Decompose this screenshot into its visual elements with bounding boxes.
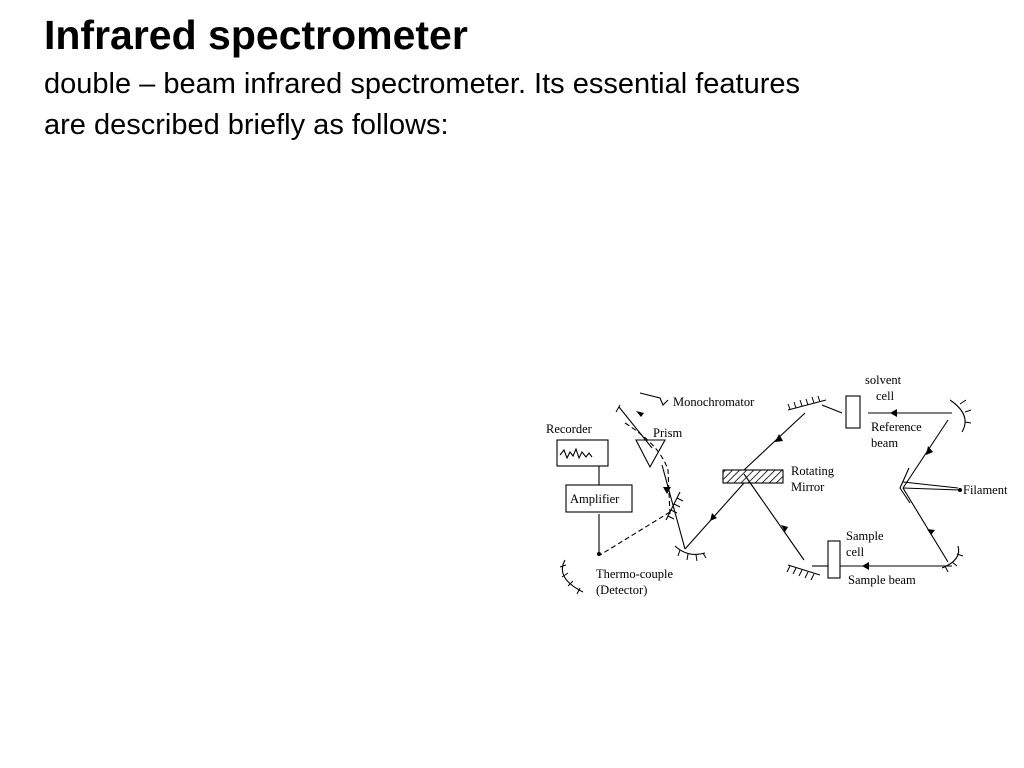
mirror-bottom-prism	[674, 545, 706, 555]
sample-cell	[827, 540, 841, 579]
body-line-1: double – beam infrared spectrometer. Its…	[44, 68, 801, 100]
beam-solvent-to-mirror	[821, 404, 843, 414]
beam-arrows	[597, 409, 962, 570]
rotating-mirror	[722, 469, 784, 484]
beam-dashed-to-detector	[599, 511, 671, 556]
solvent-cell	[845, 395, 861, 429]
label-filament: Filament	[963, 483, 1008, 497]
slide-title: Infrared spectrometer	[44, 12, 468, 58]
mirror-top-right	[949, 399, 966, 433]
label-monochromator: Monochromator	[673, 395, 755, 409]
label-recorder: Recorder	[546, 422, 593, 436]
label-sample-cell-2: cell	[846, 545, 865, 559]
label-amplifier: Amplifier	[570, 492, 620, 506]
body-line-2: are described briefly as follows:	[44, 109, 449, 141]
mirror-filament	[899, 467, 911, 504]
monochromator-bracket	[639, 392, 669, 406]
label-reference-1: Reference	[871, 420, 922, 434]
label-prism: Prism	[653, 426, 682, 440]
beam-mirror-to-rotating	[743, 412, 806, 471]
label-thermocouple-2: (Detector)	[596, 583, 647, 597]
beam-filament-to-top-mirror	[902, 419, 949, 489]
recorder-trace	[559, 447, 593, 460]
label-thermocouple-1: Thermo-couple	[596, 567, 674, 581]
beam-rotating-to-sample-mirror	[743, 473, 805, 561]
mirror-flat-prism	[665, 491, 681, 521]
filament-lead-2	[902, 481, 959, 489]
beam-to-prism	[661, 464, 686, 550]
beam-monochromator-entry	[618, 406, 653, 449]
label-sample-beam: Sample beam	[848, 573, 916, 587]
label-reference-2: beam	[871, 436, 898, 450]
label-solvent-2: cell	[876, 389, 895, 403]
mirror-flat-sample	[787, 564, 821, 576]
beam-filament-to-bottom-mirror	[902, 487, 949, 563]
amplifier-box	[565, 484, 633, 513]
prism	[635, 439, 666, 469]
label-sample-cell-1: Sample	[846, 529, 884, 543]
mirror-hatches	[559, 395, 972, 595]
label-rotating-1: Rotating	[791, 464, 835, 478]
beam-dashed-prism	[624, 422, 671, 516]
recorder-box	[556, 439, 609, 467]
label-rotating-2: Mirror	[791, 480, 825, 494]
slide-body: double – beam infrared spectrometer. Its…	[44, 64, 1004, 146]
filament-lead-1	[902, 487, 961, 491]
label-solvent-1: solvent	[865, 373, 902, 387]
